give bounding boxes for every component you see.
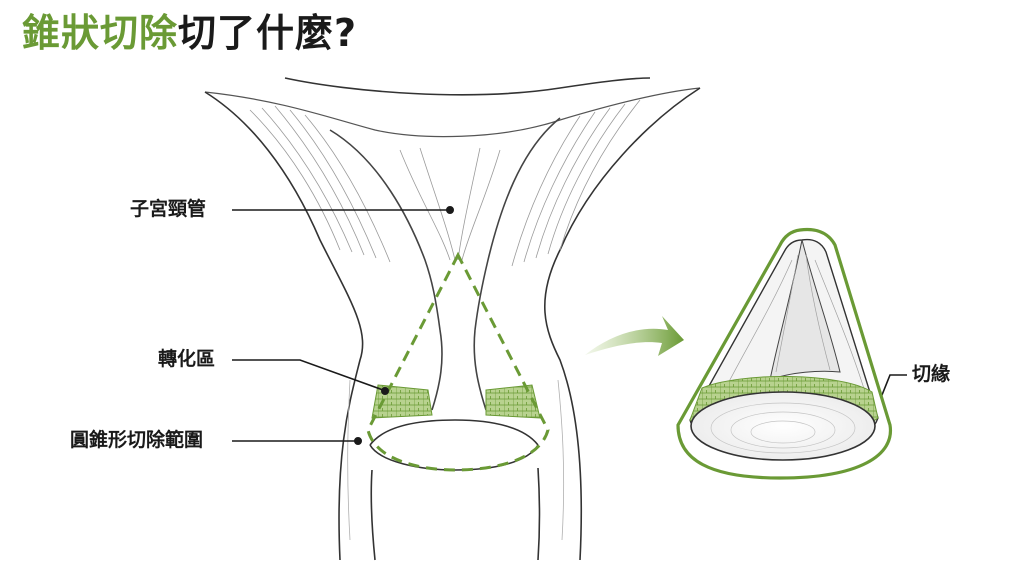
title-accent: 錐狀切除 xyxy=(22,11,179,55)
label-margin: 切緣 xyxy=(912,363,951,385)
transformation-zone-right xyxy=(485,384,541,419)
tissue-texture xyxy=(249,99,641,541)
title-rest: 切了什麼? xyxy=(178,11,358,55)
excised-cone xyxy=(676,227,893,480)
label-transformation-zone: 轉化區 xyxy=(158,348,216,370)
arrow-icon xyxy=(585,316,684,356)
cervix-section xyxy=(204,77,701,561)
cone-outline xyxy=(366,251,550,472)
label-cone-area: 圓錐形切除範圍 xyxy=(70,429,204,451)
label-cervical-canal: 子宮頸管 xyxy=(130,198,207,220)
page-title: 錐狀切除切了什麼? xyxy=(22,14,357,52)
